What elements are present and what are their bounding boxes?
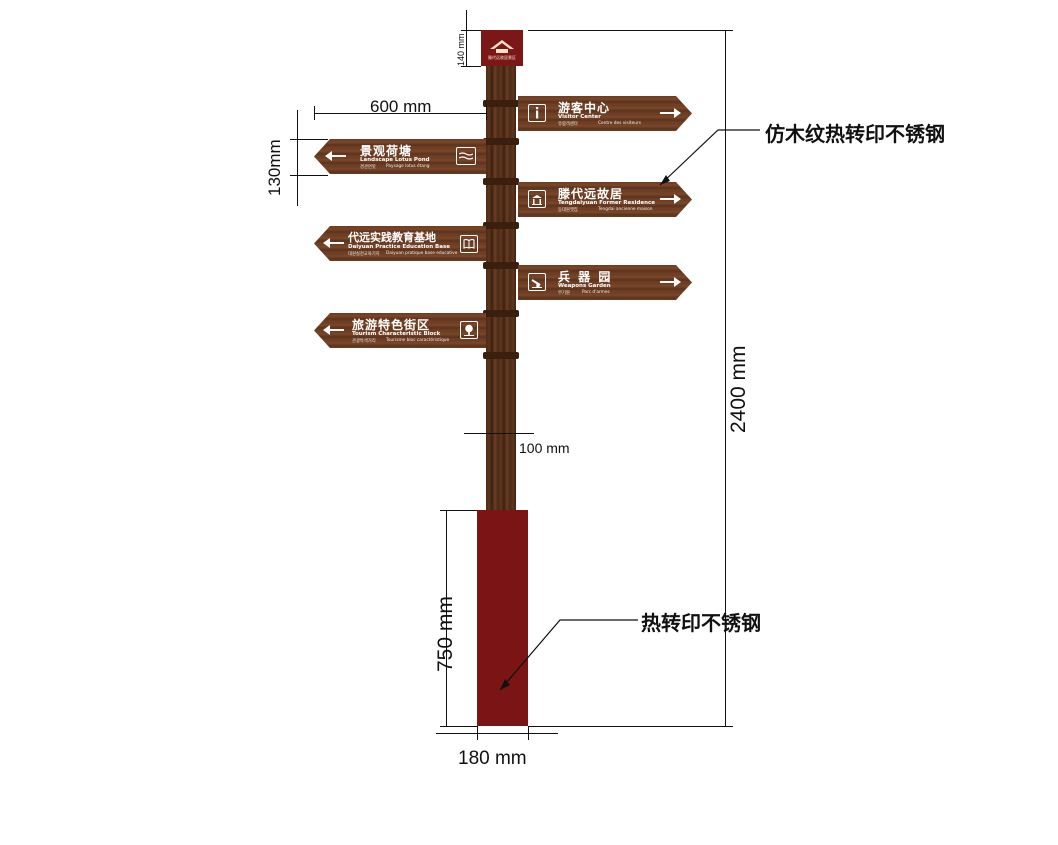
sign-fr-label: Tengdai ancienne maison: [598, 207, 653, 212]
dim-line-sign-length: [314, 113, 486, 114]
info-icon: [528, 104, 546, 122]
sign-ko-label: 경관연못: [360, 165, 376, 170]
dim-tick: [440, 726, 477, 727]
sign-fr-label: Centre des visiteurs: [598, 121, 641, 126]
sign-ko-label: 무기원: [558, 291, 570, 296]
dim-line-base-height: [446, 510, 447, 726]
sign-cn-label: 旅游特色街区: [352, 318, 431, 332]
cannon-icon: [528, 273, 546, 291]
arrow-left-icon: [323, 325, 344, 335]
sign-cn-label: 兵 器 园: [558, 270, 613, 284]
sign-base: [477, 510, 528, 726]
sign-visitor-center: 游客中心 Visitor Center 유람객센터 Centre des vis…: [518, 96, 692, 131]
sign-cn-label: 滕代远故居: [558, 187, 624, 201]
pole-ring: [483, 222, 519, 229]
sign-en-label: Landscape Lotus Pond: [360, 157, 430, 163]
sign-fr-label: Parc d'armes: [582, 290, 610, 295]
sign-fr-label: Paysage lotus étang: [386, 164, 430, 169]
sign-cn-label: 游客中心: [558, 101, 611, 115]
sign-former-residence: 滕代远故居 Tengdaiyuan Former Residence 등대원옛집…: [518, 182, 692, 217]
sign-cn-label: 景观荷塘: [360, 144, 413, 158]
sign-en-label: Daiyuan Practice Education Base: [348, 244, 450, 250]
sign-fr-label: Daiyuan pratique base educative: [386, 251, 458, 256]
sign-ko-label: 등대원옛집: [558, 208, 578, 213]
dim-tick: [461, 30, 481, 31]
dim-tick: [314, 106, 315, 120]
pole-ring: [483, 178, 519, 185]
dim-tick: [477, 726, 478, 740]
pole-ring: [483, 100, 519, 107]
logo-text: 滕代远故居景区: [488, 54, 516, 60]
sign-education-base: 代远实践教育基地 Daiyuan Practice Education Base…: [314, 226, 486, 261]
sign-ko-label: 대원실천교육기지: [348, 252, 380, 257]
tree-icon: [460, 321, 478, 339]
book-icon: [460, 235, 478, 253]
arrow-left-icon: [323, 238, 344, 248]
sign-fr-label: Tourisme bloc caractéristique: [386, 338, 450, 343]
sign-lotus-pond: 景观荷塘 Landscape Lotus Pond 경관연못 Paysage l…: [314, 139, 486, 174]
pond-icon: [456, 147, 476, 165]
arrow-right-icon: [658, 192, 682, 206]
pole-ring: [483, 138, 519, 145]
house-icon: [528, 190, 546, 208]
annotation-wood-grain: 仿木纹热转印不锈钢: [765, 122, 945, 146]
sign-tourism-block: 旅游特色街区 Tourism Characteristic Block 관광특색…: [314, 313, 486, 348]
dim-line-total-height: [725, 30, 726, 726]
sign-en-label: Tengdaiyuan Former Residence: [558, 200, 655, 206]
annotation-base-material: 热转印不锈钢: [641, 611, 761, 635]
dim-line-base-width: [436, 733, 558, 734]
sign-en-label: Tourism Characteristic Block: [352, 331, 441, 337]
sign-pole: [486, 63, 516, 510]
dim-tick: [290, 175, 328, 176]
dim-tick: [486, 106, 487, 120]
pole-ring: [483, 310, 519, 317]
dim-line-sign-height: [297, 110, 298, 206]
dim-line-top-plate: [466, 10, 467, 66]
arrow-left-icon: [325, 151, 346, 161]
dim-label-base-width: 180 mm: [458, 748, 527, 769]
sign-ko-label: 유람객센터: [558, 122, 578, 127]
sign-ko-label: 관광특색거리: [352, 339, 376, 344]
arrow-right-icon: [658, 275, 682, 289]
arrow-right-icon: [658, 106, 682, 120]
dim-tick: [528, 726, 529, 740]
sign-weapons-garden: 兵 器 园 Weapons Garden 무기원 Parc d'armes: [518, 265, 692, 300]
dim-label-pole-width: 100 mm: [519, 440, 570, 456]
logo-house-icon: [490, 39, 514, 53]
sign-en-label: Visitor Center: [558, 114, 601, 120]
dim-tick: [528, 30, 733, 31]
dim-tick: [528, 726, 733, 727]
sign-cn-label: 代远实践教育基地: [348, 231, 436, 244]
pole-ring: [483, 262, 519, 269]
dim-label-sign-length: 600 mm: [370, 97, 432, 116]
dim-tick: [461, 66, 481, 67]
dim-line-pole-width: [464, 433, 534, 434]
sign-en-label: Weapons Garden: [558, 283, 611, 289]
top-logo-plate: 滕代远故居景区: [481, 30, 523, 66]
dim-tick: [440, 510, 477, 511]
dim-tick: [290, 139, 328, 140]
pole-ring: [483, 352, 519, 359]
